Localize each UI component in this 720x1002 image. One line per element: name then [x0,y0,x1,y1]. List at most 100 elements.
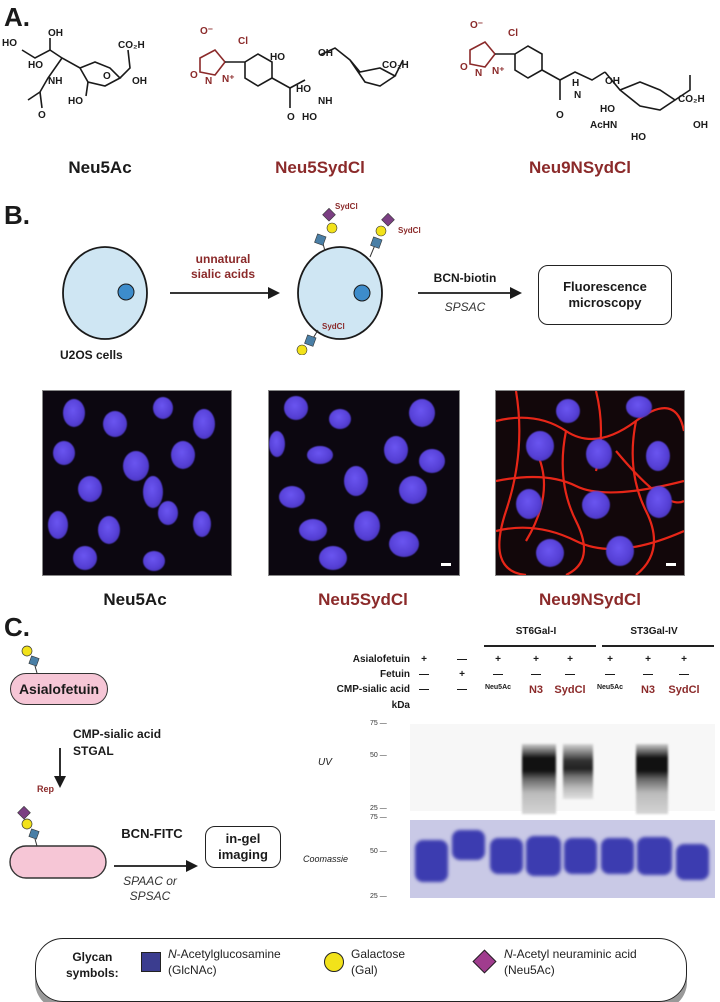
svg-text:CO₂H: CO₂H [678,94,705,105]
coomassie-tick-25: 25 — [370,893,387,900]
metabolic-labeling-scheme: SydCl SydCl [62,202,522,355]
lane-6-fetuin: — [605,669,615,680]
lane-6-cmp: Neu5Ac [596,684,624,691]
lane-3-asialofetuin: + [495,654,501,665]
svg-text:O: O [287,112,295,123]
scale-bar [441,563,451,566]
lane-7-fetuin: — [643,669,653,680]
compound-name-neu5sydcl: Neu5SydCl [275,158,365,177]
micrograph-neu9nsydcl [495,390,685,576]
svg-text:N: N [574,90,581,101]
svg-text:H: H [572,78,579,89]
glycan-tag-bottom: SydCl [322,322,345,331]
svg-text:N: N [205,76,212,87]
svg-text:HO: HO [600,104,615,115]
svg-text:CO₂H: CO₂H [382,60,409,71]
uv-tick-75: 75 — [370,720,387,727]
start-label: U2OS cells [60,348,123,362]
svg-text:CO₂H: CO₂H [118,40,145,51]
lane-4-cmp: N3 [528,684,544,696]
enzymatic-labeling-scheme [9,645,198,879]
coomassie-label: Coomassie [303,854,349,864]
svg-text:N⁺: N⁺ [222,74,235,85]
compound-name-neu5ac: Neu5Ac [68,158,132,177]
svg-text:Cl: Cl [238,36,248,47]
uv-gel-image [410,724,715,814]
coomassie-tick-75: 75 — [370,814,387,821]
svg-text:OH: OH [48,28,63,39]
svg-text:OH: OH [318,48,333,59]
svg-text:Cl: Cl [508,28,518,39]
svg-text:HO: HO [631,132,646,143]
glcnac-square-icon [141,952,161,972]
lane-8-cmp: SydCl [668,684,700,696]
neu5ac-diamond-icon [472,949,497,974]
step1-label-1: unnatural [195,252,251,266]
svg-text:NH: NH [318,96,332,107]
row-label-asialofetuin: Asialofetuin [352,654,410,665]
legend-title-1: Glycan [72,950,113,964]
row-label-kda: kDa [391,700,410,711]
svg-text:HO: HO [296,84,311,95]
legend-title-2: symbols: [66,965,119,980]
svg-text:O: O [190,70,198,81]
caption-neu9nsydcl: Neu9NSydCl [538,590,642,609]
lane-7-asialofetuin: + [645,654,651,665]
svg-text:OH: OH [132,76,147,87]
lane-8-asialofetuin: + [681,654,687,665]
caption-neu5ac: Neu5Ac [103,590,167,609]
svg-text:HO: HO [2,38,17,49]
svg-text:NH: NH [48,76,62,87]
step1-label-2: sialic acids [190,267,256,281]
lane-5-asialofetuin: + [567,654,573,665]
svg-text:SydCl: SydCl [398,226,421,235]
lane-5-fetuin: — [565,669,575,680]
glycan-legend: Glycan symbols: N-Acetylglucosamine (Glc… [35,938,687,1002]
svg-text:N⁺: N⁺ [492,66,505,77]
svg-text:O: O [103,71,111,82]
svg-text:HO: HO [28,60,43,71]
group-header-st3gal: ST3Gal-IV [630,626,678,637]
lane-3-cmp: Neu5Ac [484,684,512,691]
cell-unlabeled-icon [62,246,148,340]
lane-1-asialofetuin: + [421,654,427,665]
group-header-st6gal: ST6Gal-I [515,626,557,637]
svg-text:HO: HO [270,52,285,63]
svg-text:O⁻: O⁻ [200,26,213,37]
svg-text:AcHN: AcHN [590,120,617,131]
uv-tick-50: 50 — [370,752,387,759]
panel-b-label: B. [4,200,30,230]
cell-labeled-icon [296,207,395,355]
lane-8-fetuin: — [679,669,689,680]
micrograph-neu5sydcl [268,390,460,576]
c-step1-label-1: CMP-sialic acid [73,727,162,741]
asialofetuin-pill: Asialofetuin [10,673,108,705]
lane-2-asialofetuin: — [457,654,467,665]
svg-text:OH: OH [693,120,708,131]
lane-4-fetuin: — [531,669,541,680]
svg-text:N: N [475,68,482,79]
lane-6-asialofetuin: + [607,654,613,665]
group-bar-st3gal [602,645,714,647]
row-label-cmp: CMP-sialic acid [336,684,410,695]
lane-1-cmp: — [419,684,429,695]
uv-band-lane4 [522,744,556,814]
lane-3-fetuin: — [493,669,503,680]
c-step1-label-2: STGAL [73,744,114,758]
uv-label: UV [318,757,332,768]
galactose-circle-icon [324,952,344,972]
svg-text:OH: OH [605,76,620,87]
c-step2-label: BCN-FITC [121,826,183,841]
coomassie-gel-image [410,820,715,898]
micrograph-neu5ac [42,390,232,576]
step2-sub: SPSAC [444,300,486,314]
lane-5-cmp: SydCl [554,684,586,696]
lane-2-fetuin: + [459,669,465,680]
svg-text:HO: HO [68,96,83,107]
c-step2-sub-2: SPSAC [129,889,171,903]
lane-2-cmp: — [457,684,467,695]
uv-band-lane5 [563,744,593,799]
